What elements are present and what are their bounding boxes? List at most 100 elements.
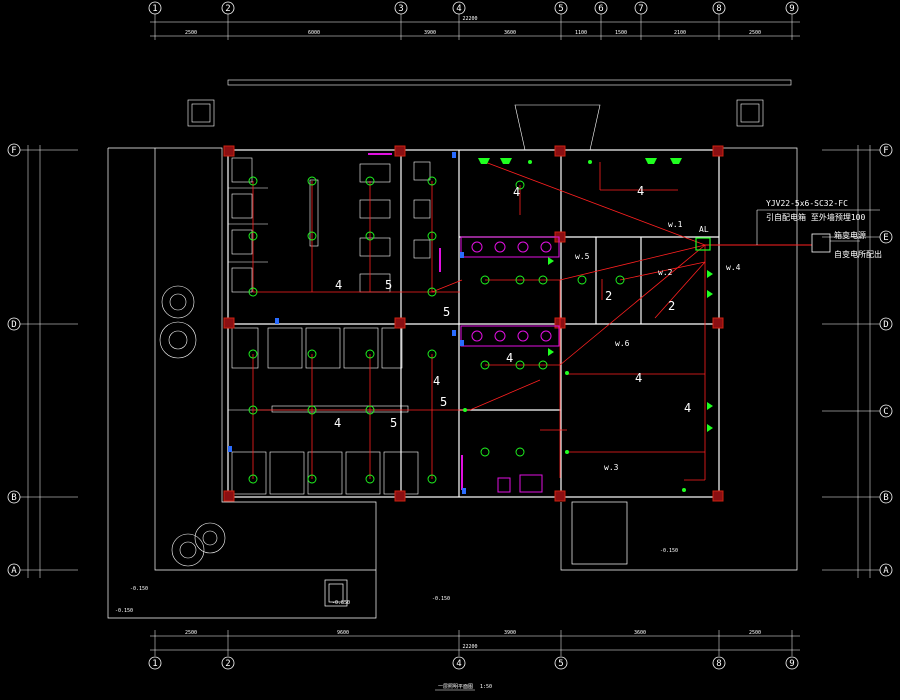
transformer-box [811,233,831,253]
svg-text:3900: 3900 [424,30,436,36]
svg-text:w.1: w.1 [668,220,683,229]
axis-bubble-9-top: 9 [785,1,799,15]
top-dim-texts: 2500 6000 3900 3600 1100 1500 2100 2500 [185,30,761,36]
axis-bubble-B-right: B [879,490,893,504]
axis-bubble-8-bottom: 8 [712,656,726,670]
drawing-scale: 1:50 [480,684,492,690]
cable-spec: YJV22-5x6-SC32-FC [766,199,848,208]
svg-text:2: 2 [605,289,612,303]
canopy-strip [187,79,792,151]
axis-bubble-D-left: D [7,317,21,331]
svg-text:1: 1 [152,659,157,669]
svg-text:3600: 3600 [504,30,516,36]
right-axis-group: F E D C B A [822,143,893,578]
svg-text:C: C [883,407,888,417]
magenta-fixtures [368,153,560,493]
svg-text:D: D [11,320,16,330]
axis-bubble-5-bottom: 5 [554,656,568,670]
svg-text:5: 5 [385,278,392,292]
svg-text:-0.850: -0.850 [332,600,350,606]
axis-bubble-6-top: 6 [594,1,608,15]
svg-text:5: 5 [440,395,447,409]
axis-bubble-5-top: 5 [554,1,568,15]
svg-text:-0.150: -0.150 [660,548,678,554]
top-dimension-lines [150,14,800,40]
svg-text:AL: AL [699,225,709,234]
dim-bottom-total: 22200 [462,644,477,650]
svg-text:4: 4 [635,371,642,385]
site-boundary [107,147,798,619]
bottom-dimension-lines [150,630,800,656]
bottom-axis-group: 1 2 4 5 8 9 [148,656,799,670]
axis-bubble-D-right: D [879,317,893,331]
cable-note: 引自配电箱 至外墙预埋100 [766,212,865,222]
svg-text:D: D [883,320,888,330]
svg-text:5: 5 [558,659,563,669]
svg-text:4: 4 [456,4,461,14]
svg-text:B: B [11,493,16,503]
transformer-sub: 自变电所配出 [834,249,882,259]
green-fixture-icons [463,158,713,492]
dim-top-total: 22200 [462,16,477,22]
axis-bubble-F-right: F [879,143,893,157]
axis-bubble-7-top: 7 [634,1,648,15]
axis-bubble-E-right: E [879,230,893,244]
svg-text:9600: 9600 [337,630,349,636]
svg-text:4: 4 [433,374,440,388]
axis-bubble-9-bottom: 9 [785,656,799,670]
axis-bubble-3-top: 3 [394,1,408,15]
building-walls [227,149,720,498]
svg-text:-0.150: -0.150 [432,596,450,602]
svg-text:7: 7 [638,4,643,14]
top-axis-group: 1 2 3 4 5 6 7 8 9 [148,1,799,15]
svg-text:2: 2 [225,4,230,14]
svg-text:A: A [883,566,889,576]
svg-text:2100: 2100 [674,30,686,36]
svg-text:4: 4 [334,416,341,430]
distribution-panel [695,237,711,251]
axis-bubble-8-top: 8 [712,1,726,15]
svg-text:2500: 2500 [749,30,761,36]
bottom-dim-texts: 2500 9600 3900 3600 2500 22200 [185,630,761,650]
external-cable-group: YJV22-5x6-SC32-FC 引自配电箱 至外墙预埋100 箱变电源 自变… [756,199,882,259]
svg-text:5: 5 [443,305,450,319]
svg-text:4: 4 [637,184,644,198]
level-markers: -0.150 -0.150 -0.150 -0.150 -0.850 [115,548,678,614]
svg-text:1100: 1100 [575,30,587,36]
axis-bubble-4-bottom: 4 [452,656,466,670]
svg-text:w.5: w.5 [575,252,590,261]
svg-text:8: 8 [716,4,721,14]
svg-text:2500: 2500 [185,30,197,36]
svg-text:-0.150: -0.150 [115,608,133,614]
axis-bubble-1-top: 1 [148,1,162,15]
svg-text:6000: 6000 [308,30,320,36]
svg-text:1: 1 [152,4,157,14]
svg-text:9: 9 [789,4,794,14]
svg-text:F: F [883,146,888,156]
svg-text:9: 9 [789,659,794,669]
axis-bubble-4-top: 4 [452,1,466,15]
svg-text:8: 8 [716,659,721,669]
svg-text:2500: 2500 [749,630,761,636]
svg-text:4: 4 [335,278,342,292]
svg-text:3: 3 [398,4,403,14]
tree-symbols [159,285,226,567]
light-fixtures [248,176,625,484]
svg-text:B: B [883,493,888,503]
svg-text:E: E [883,233,888,243]
svg-text:w.6: w.6 [615,339,630,348]
axis-bubble-1-bottom: 1 [148,656,162,670]
svg-text:w.3: w.3 [604,463,619,472]
svg-text:F: F [11,146,16,156]
axis-bubble-2-bottom: 2 [221,656,235,670]
svg-text:4: 4 [506,351,513,365]
svg-text:5: 5 [390,416,397,430]
axis-bubble-2-top: 2 [221,1,235,15]
cubicle-row-middle [231,327,419,495]
axis-bubble-B-left: B [7,490,21,504]
svg-text:3900: 3900 [504,630,516,636]
left-axis-group: F D B A [7,143,78,578]
axis-bubble-A-right: A [879,563,893,577]
